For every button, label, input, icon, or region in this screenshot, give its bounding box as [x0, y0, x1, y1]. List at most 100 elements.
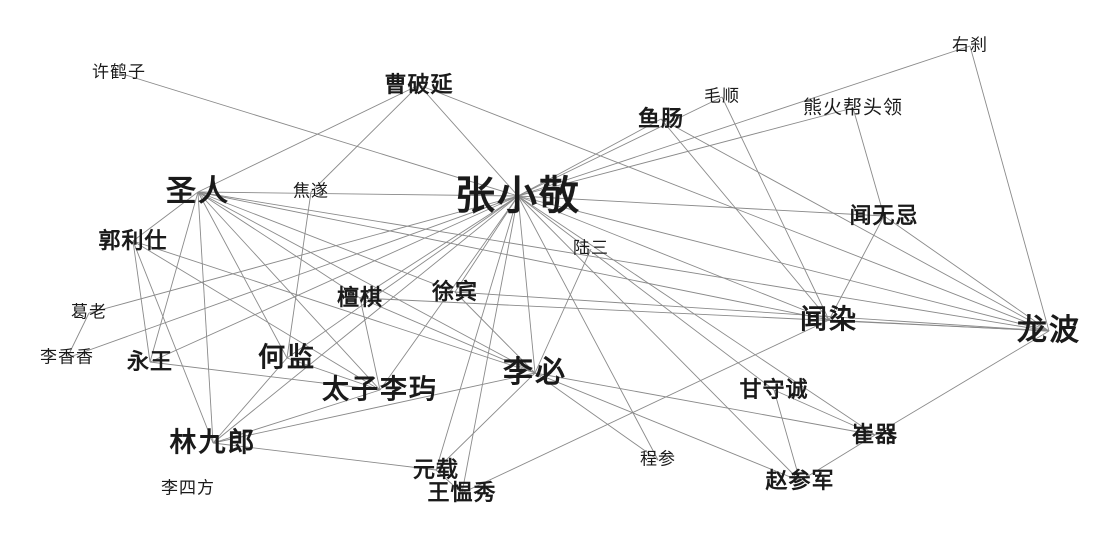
edge-li_bi-lin_jiu_lang — [212, 372, 536, 444]
edge-lin_jiu_lang-yuan_zai — [212, 442, 437, 471]
edge-zhang_xiao_jing-wen_ran — [517, 195, 830, 321]
edge-wen_wu_ji-xiong_huo — [852, 107, 885, 217]
edge-li_bi-lu_san — [534, 248, 592, 374]
edge-sheng_ren-he_jian — [197, 191, 288, 359]
edge-cao_po_yan-long_bo — [418, 84, 1050, 332]
node-tai-zi-li-yu: 太子李玙 — [322, 374, 438, 406]
edge-zhang_xiao_jing-wang_yun_xiu — [461, 195, 519, 494]
edge-li_bi-cheng_can — [534, 372, 659, 461]
edge-zhang_xiao_jing-ge_lao — [88, 195, 519, 314]
edge-zhang_xiao_jing-wen_wu_ji — [517, 195, 885, 217]
edge-wen_ran-wen_wu_ji — [828, 215, 885, 321]
edge-zhang_xiao_jing-mao_shun — [517, 96, 723, 197]
edge-tai_zi_li_yu-tan_qi — [359, 297, 381, 391]
edge-long_bo-cui_qi — [874, 330, 1050, 436]
edge-li_bi-tan_qi — [359, 297, 536, 374]
edge-li_bi-yuan_zai — [435, 372, 536, 471]
edge-gan_shou_cheng-zhao_can_jun — [773, 389, 801, 482]
edge-zhang_xiao_jing-yuan_zai — [435, 195, 519, 471]
edge-cao_po_yan-sheng_ren — [197, 84, 420, 193]
node-lu-san: 陆三 — [573, 238, 609, 259]
node-zhang-xiao-jing: 张小敬 — [455, 172, 581, 219]
edge-li_bi-cui_qi — [534, 372, 876, 436]
node-yuan-zai: 元载 — [412, 457, 460, 483]
node-wang-yun-xiu: 王愠秀 — [427, 480, 497, 506]
edge-zhang_xiao_jing-tai_zi_li_yu — [379, 195, 519, 391]
node-long-bo: 龙波 — [1017, 313, 1081, 348]
edge-sheng_ren-long_bo — [197, 191, 1050, 332]
edge-lin_jiu_lang-he_jian — [212, 357, 288, 444]
node-yu-chang: 鱼肠 — [637, 106, 685, 132]
edge-long_bo-yu_chang — [660, 118, 1050, 332]
edge-zhang_xiao_jing-long_bo — [517, 195, 1050, 332]
node-xiong-huo: 熊火帮头领 — [802, 96, 904, 119]
node-li-xiang-xiang: 李香香 — [40, 347, 94, 368]
edge-zhang_xiao_jing-cui_qi — [517, 195, 876, 436]
edge-sheng_ren-tai_zi_li_yu — [197, 191, 381, 391]
edge-zhang_xiao_jing-xu_bin — [454, 195, 519, 293]
node-mao-shun: 毛顺 — [704, 86, 740, 107]
node-cui-qi: 崔器 — [851, 422, 899, 448]
edge-zhang_xiao_jing-sheng_ren — [197, 191, 519, 197]
edge-long_bo-you_sha — [969, 45, 1050, 332]
edge-zhang_xiao_jing-lin_jiu_lang — [212, 195, 519, 444]
edge-yong_wang-guo_li_shi — [132, 240, 151, 363]
edge-zhang_xiao_jing-you_sha — [517, 45, 971, 197]
node-li-bi: 李必 — [503, 355, 567, 390]
edge-li_bi-zhao_can_jun — [534, 372, 801, 482]
edge-zhang_xiao_jing-cheng_can — [517, 195, 659, 461]
edge-he_jian-jiao_sui — [286, 191, 312, 359]
edge-tai_zi_li_yu-yong_wang — [149, 361, 381, 391]
edge-zhang_xiao_jing-yong_wang — [149, 195, 519, 363]
edge-cao_po_yan-jiao_sui — [310, 84, 420, 193]
edge-zhang_xiao_jing-he_jian — [286, 195, 519, 359]
node-zhao-can-jun: 赵参军 — [765, 468, 835, 494]
node-lin-jiu-lang: 林九郎 — [169, 427, 257, 459]
node-xu-bin: 徐宾 — [431, 279, 479, 305]
node-cheng-can: 程参 — [640, 449, 676, 470]
edge-li_bi-xu_bin — [454, 291, 536, 374]
node-xu-he-zi: 许鹤子 — [92, 62, 146, 83]
node-cao-po-yan: 曹破延 — [384, 72, 454, 98]
edge-zhang_xiao_jing-xiong_huo — [517, 107, 854, 197]
node-yong-wang: 永王 — [126, 349, 174, 375]
edge-long_bo-wen_wu_ji — [883, 215, 1050, 332]
edge-zhang_xiao_jing-xu_he_zi — [118, 72, 519, 197]
edge-sheng_ren-yong_wang — [149, 191, 199, 363]
edge-zhang_xiao_jing-yu_chang — [517, 118, 662, 197]
node-guo-li-shi: 郭利仕 — [98, 228, 168, 254]
edge-zhang_xiao_jing-gan_shou_cheng — [517, 195, 775, 391]
node-wen-ran: 闻染 — [800, 304, 858, 336]
edge-gan_shou_cheng-cui_qi — [773, 389, 876, 436]
edge-li_bi-guo_li_shi — [132, 240, 536, 374]
edge-wen_ran-wang_yun_xiu — [461, 319, 830, 494]
edge-sheng_ren-xu_bin — [197, 191, 456, 293]
edge-tai_zi_li_yu-guo_li_shi — [132, 240, 381, 391]
edge-cao_po_yan-zhang_xiao_jing — [418, 84, 519, 197]
edge-cui_qi-zhao_can_jun — [799, 434, 876, 482]
edge-zhang_xiao_jing-zhao_can_jun — [517, 195, 801, 482]
edge-yuan_zai-wang_yun_xiu — [435, 469, 463, 494]
edge-lin_jiu_lang-tai_zi_li_yu — [212, 389, 381, 444]
edge-lin_jiu_lang-guo_li_shi — [132, 240, 214, 444]
node-wen-wu-ji: 闻无忌 — [849, 203, 919, 229]
edge-wen_ran-mao_shun — [721, 96, 830, 321]
edge-sheng_ren-li_bi — [197, 191, 536, 374]
edge-zhang_xiao_jing-li_bi — [517, 195, 536, 374]
edge-long_bo-xu_bin — [454, 291, 1050, 332]
node-ge-lao: 葛老 — [71, 302, 107, 323]
edge-zhang_xiao_jing-tan_qi — [359, 195, 519, 299]
node-he-jian: 何监 — [258, 342, 316, 374]
edge-zhang_xiao_jing-li_xiang_xiang — [66, 195, 519, 359]
edge-long_bo-tan_qi — [359, 297, 1050, 332]
node-sheng-ren: 圣人 — [166, 174, 230, 209]
edge-sheng_ren-guo_li_shi — [132, 191, 199, 242]
edge-sheng_ren-lin_jiu_lang — [197, 191, 214, 444]
edge-wen_ran-yu_chang — [660, 118, 830, 321]
node-gan-shou-cheng: 甘守诚 — [739, 377, 809, 403]
node-li-si-fang: 李四方 — [161, 478, 215, 499]
edge-tai_zi_li_yu-he_jian — [286, 357, 381, 391]
edge-sheng_ren-tan_qi — [197, 191, 361, 299]
